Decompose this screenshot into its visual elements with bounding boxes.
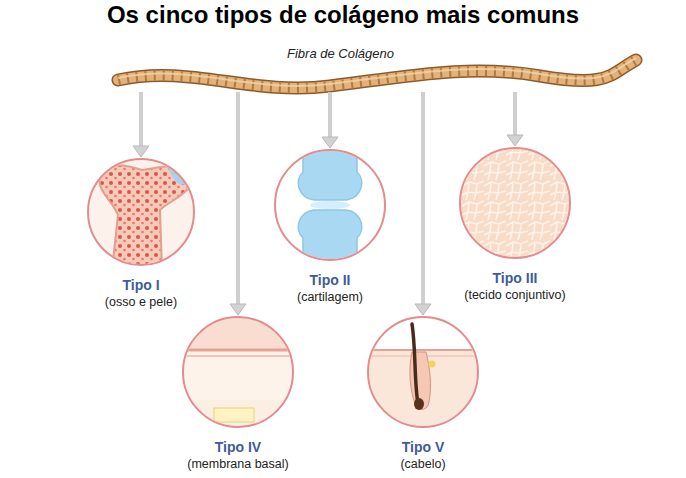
collagen-type-circle: Tipo V(cabelo) [368,317,478,427]
type-label-group: Tipo V(cabelo) [318,438,528,473]
type-description: (tecido conjuntivo) [410,287,620,304]
arrow-connector [322,92,338,148]
type-description: (osso e pele) [38,294,244,311]
collagen-type-circle: Tipo III(tecido conjuntivo) [460,148,570,258]
type-label-group: Tipo IV(membrana basal) [133,438,343,473]
type-description: (membrana basal) [133,456,343,473]
collagen-fiber: Fibra de Colágeno [115,42,640,90]
type-label-group: Tipo II(cartilagem) [225,271,435,306]
collagen-type-circle: Tipo II(cartilagem) [275,150,385,260]
diagram-title: Os cinco tipos de colágeno mais comuns [0,1,686,29]
type-heading: Tipo III [410,269,620,287]
arrow-connector [133,92,149,157]
type-heading: Tipo V [318,438,528,456]
type-heading: Tipo I [38,276,244,294]
type-heading: Tipo II [225,271,435,289]
fiber-label: Fibra de Colágeno [287,46,394,61]
type-description: (cabelo) [318,456,528,473]
type-heading: Tipo IV [133,438,343,456]
collagen-type-circle: Tipo I(osso e pele) [88,159,194,265]
type-label-group: Tipo III(tecido conjuntivo) [410,269,620,304]
type-label-group: Tipo I(osso e pele) [38,276,244,311]
collagen-type-circle: Tipo IV(membrana basal) [183,317,293,427]
type-description: (cartilagem) [225,289,435,306]
arrow-connector [507,92,523,146]
arrow-connector [230,92,246,315]
arrow-connector [415,92,431,315]
